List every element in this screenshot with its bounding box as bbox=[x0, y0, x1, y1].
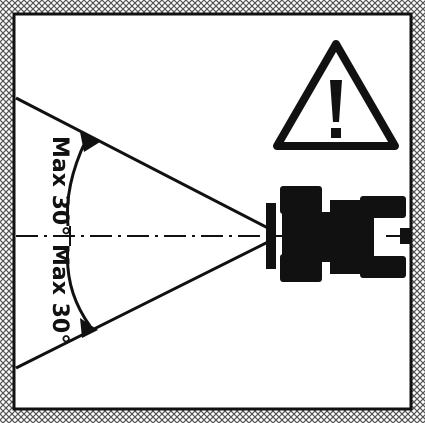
upper-angle-label: Max 30° bbox=[47, 136, 72, 236]
tractor-hitch bbox=[400, 228, 410, 244]
tractor-rear-wheel-upper bbox=[360, 196, 406, 218]
tractor-front-wheel-upper bbox=[280, 186, 322, 214]
tractor-front-bar bbox=[266, 203, 276, 269]
lower-angle-label: Max 30° bbox=[47, 244, 72, 344]
tractor-rear-wheel-lower bbox=[360, 256, 406, 278]
tractor-axle bbox=[376, 218, 386, 254]
